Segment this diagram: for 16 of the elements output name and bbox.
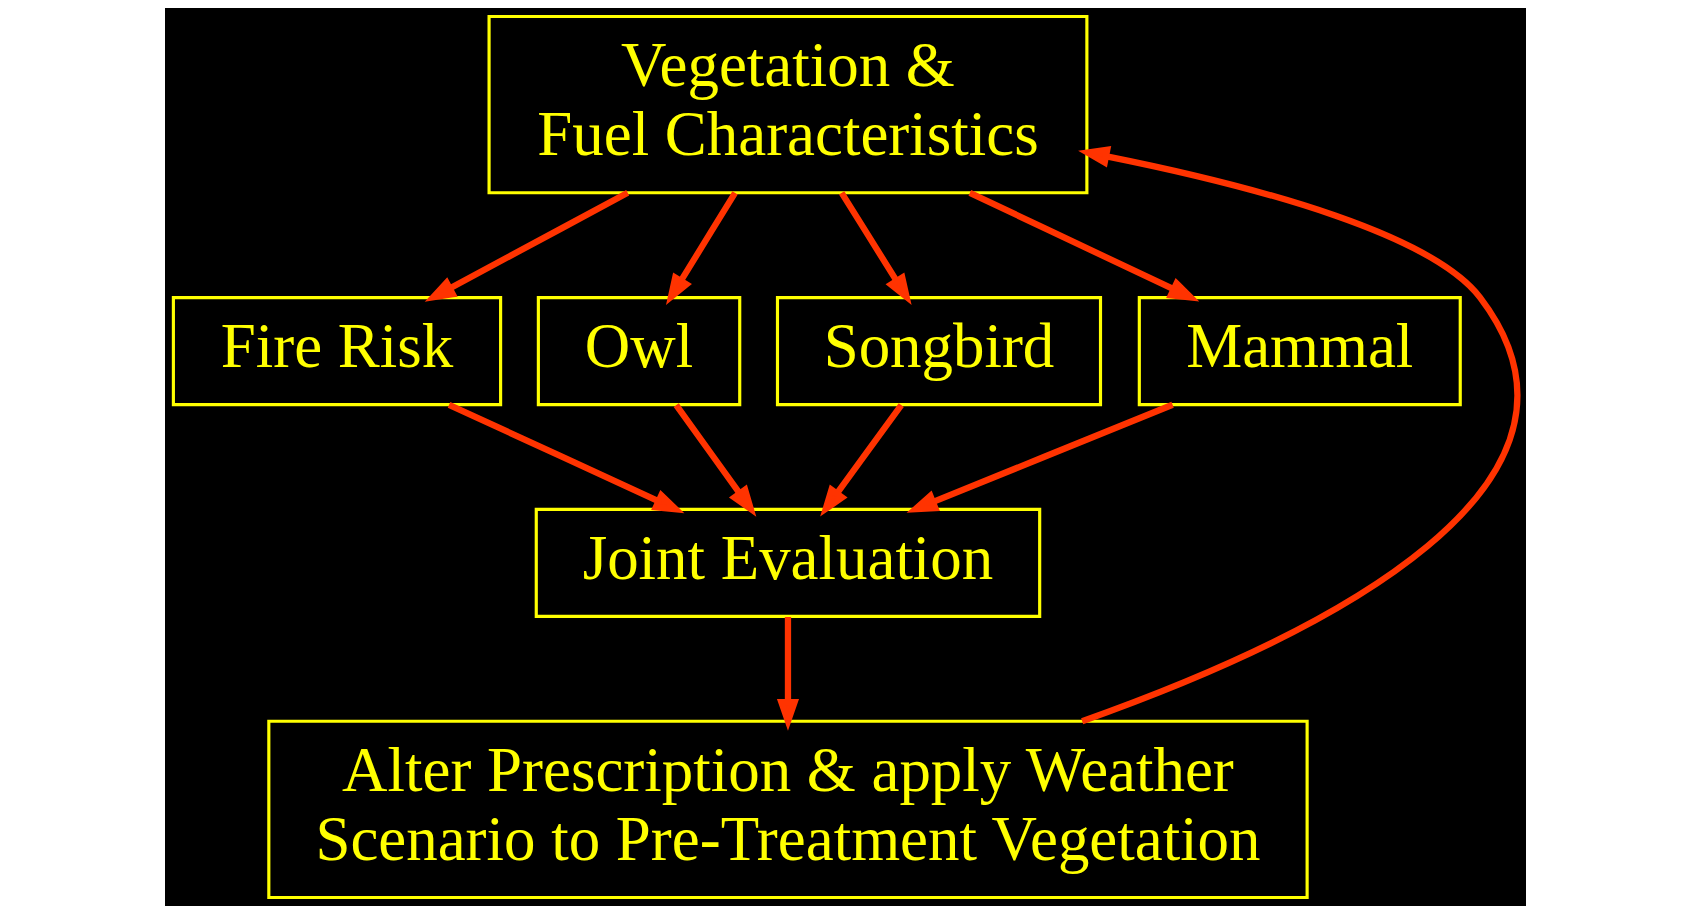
node-box: Fire Risk	[171, 296, 502, 407]
arrow	[424, 190, 629, 302]
node-box: Owl	[536, 296, 741, 407]
arrow	[447, 401, 684, 514]
arrow	[819, 403, 904, 517]
arrow	[1077, 145, 1520, 725]
arrow	[665, 191, 738, 306]
node-box: Joint Evaluation	[534, 507, 1041, 618]
node-box: Alter Prescription & apply Weather Scenario to Pre-Treatment Vegetation	[266, 719, 1309, 900]
arrow	[906, 401, 1174, 513]
arrow	[838, 191, 912, 306]
node-box: Songbird	[775, 296, 1102, 407]
node-box: Vegetation & Fuel Characteristics	[487, 14, 1088, 195]
node-box: Mammal	[1137, 296, 1462, 407]
arrow	[968, 189, 1199, 302]
arrow	[673, 403, 756, 517]
